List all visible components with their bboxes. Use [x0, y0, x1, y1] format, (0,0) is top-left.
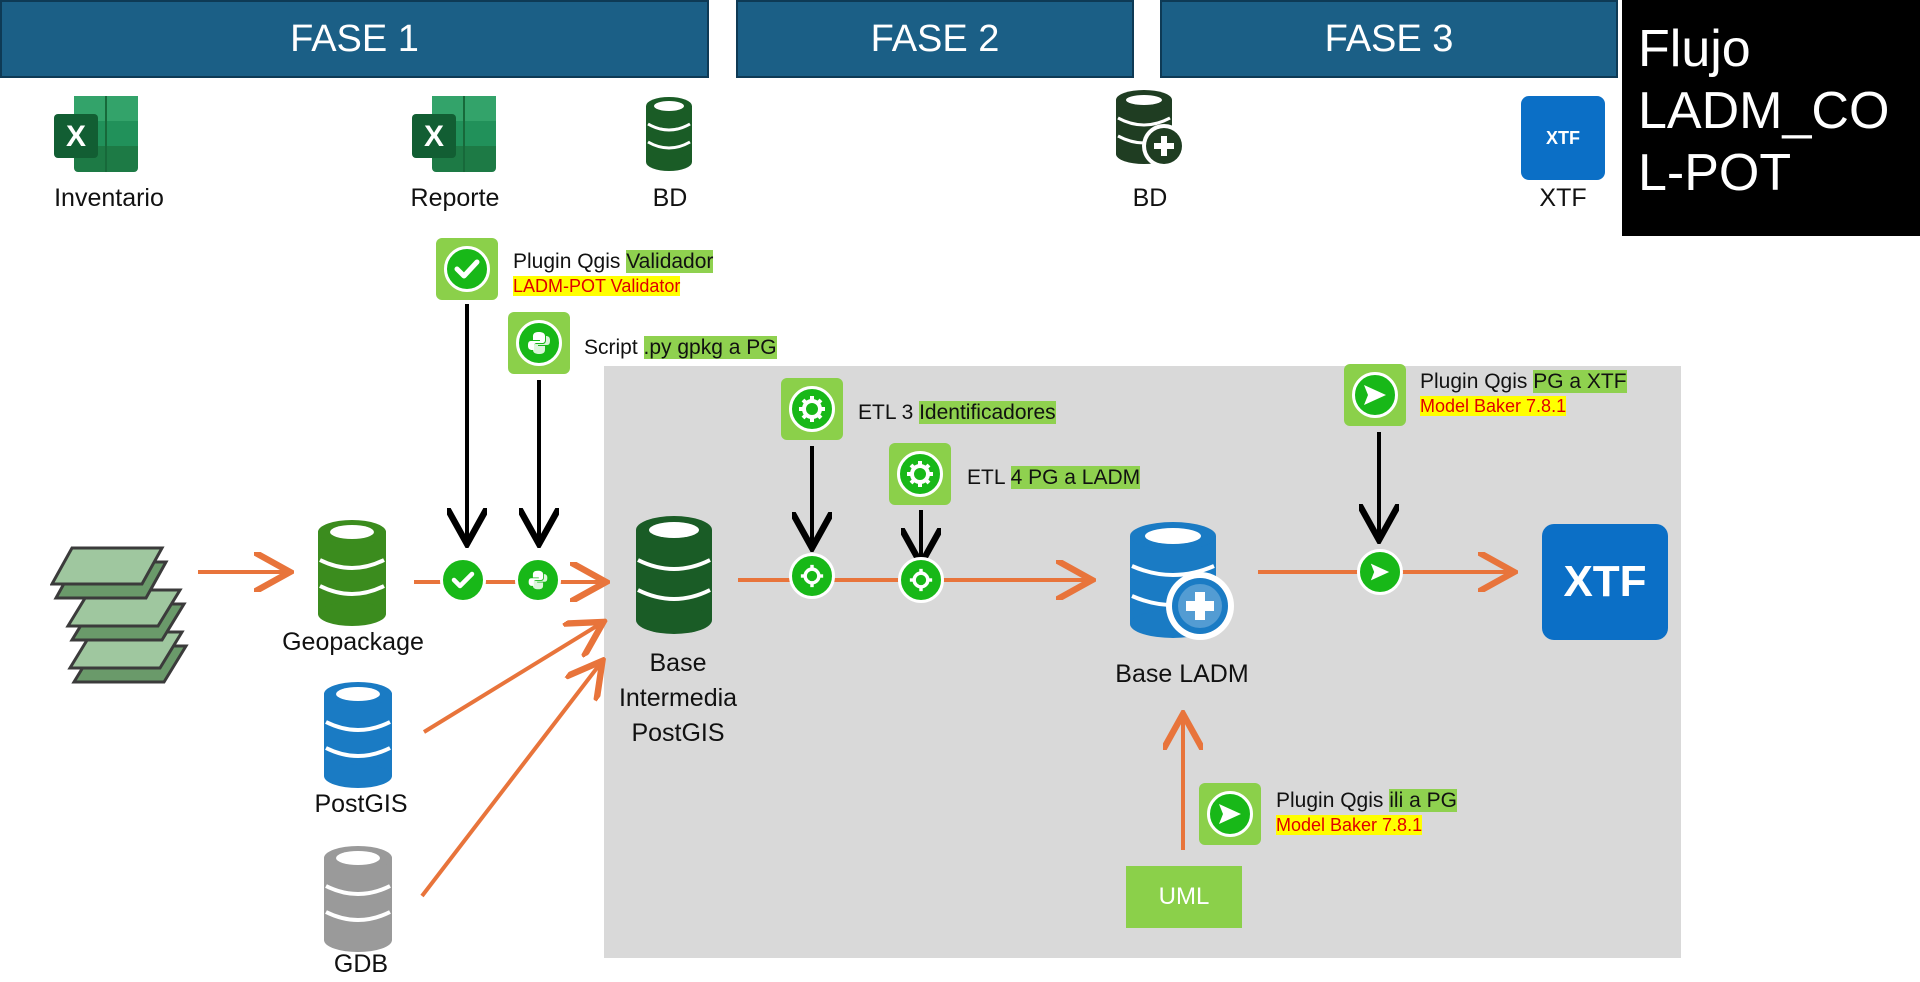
python-step-icon	[515, 557, 561, 603]
pg-xtf-sub: Model Baker 7.8.1	[1420, 396, 1567, 416]
etl4-step-icon	[898, 557, 944, 603]
pg-xtf-step-icon	[1357, 549, 1403, 595]
validator-tool-label: Plugin Qgis Validador LADM-POT Validator	[513, 250, 714, 298]
pg-xtf-prefix: Plugin Qgis	[1420, 370, 1534, 393]
etl3-prefix: ETL 3	[858, 401, 920, 424]
validator-step-icon	[440, 557, 486, 603]
title-line-1: Flujo	[1638, 20, 1751, 78]
reporte-label: Reporte	[410, 184, 500, 212]
etl4-prefix: ETL	[967, 466, 1011, 489]
title-line-2: LADM_CO	[1638, 82, 1890, 140]
phase-header-2: FASE 2	[736, 0, 1134, 78]
etl4-label: ETL 4 PG a LADM	[967, 466, 1141, 490]
xtf-file-icon: XTF	[1521, 96, 1605, 180]
ili-pg-label: Plugin Qgis ili a PG Model Baker 7.8.1	[1276, 789, 1457, 837]
gdb-database-icon	[324, 846, 392, 952]
etl3-label: ETL 3 Identificadores	[858, 401, 1056, 425]
etl3-step-icon	[789, 553, 835, 599]
phase-header-1: FASE 1	[0, 0, 709, 78]
excel-icon-reporte: X	[412, 96, 496, 172]
ili-pg-sub: Model Baker 7.8.1	[1276, 815, 1423, 835]
fase2-3-panel	[604, 366, 1681, 958]
geopackage-label: Geopackage	[282, 628, 424, 656]
etl3-tile	[781, 378, 843, 440]
database-icon-bd	[646, 97, 692, 171]
database-add-icon-bd	[1116, 90, 1186, 168]
base-intermedia-label: Base Intermedia PostGIS	[598, 646, 758, 751]
base-intermedia-database-icon	[636, 516, 712, 634]
etl4-tile	[889, 443, 951, 505]
layers-stack-icon	[50, 546, 189, 684]
etl3-highlight: Identificadores	[919, 401, 1056, 424]
script-highlight: .py gpkg a PG	[643, 336, 777, 359]
title-line-3: L-POT	[1638, 144, 1792, 202]
validator-highlight: Validador	[626, 250, 714, 273]
svg-text:X: X	[424, 120, 444, 153]
pg-xtf-tile	[1344, 364, 1406, 426]
xtf-top-label: XTF	[1539, 184, 1587, 212]
etl4-highlight: 4 PG a LADM	[1010, 466, 1141, 489]
validator-tool-tile	[436, 238, 498, 300]
svg-text:X: X	[66, 120, 86, 153]
phase-1-label: FASE 1	[290, 17, 419, 60]
python-script-label: Script .py gpkg a PG	[584, 336, 777, 360]
send-icon	[1207, 791, 1253, 837]
pg-xtf-highlight: PG a XTF	[1533, 370, 1627, 393]
send-icon	[1352, 372, 1398, 418]
base-ladm-database-icon	[1130, 522, 1234, 640]
phase-header-3: FASE 3	[1160, 0, 1618, 78]
base-intermedia-line-1: Base	[649, 649, 707, 677]
excel-icon-inventario: X	[54, 96, 138, 172]
phase-2-label: FASE 2	[870, 17, 1000, 60]
check-icon	[444, 246, 490, 292]
python-script-tile	[508, 312, 570, 374]
bd1-label: BD	[652, 184, 688, 212]
ili-pg-highlight: ili a PG	[1389, 789, 1457, 812]
pg-xtf-label: Plugin Qgis PG a XTF Model Baker 7.8.1	[1420, 370, 1627, 418]
gear-icon	[789, 386, 835, 432]
validator-sub: LADM-POT Validator	[513, 276, 681, 296]
postgis-database-icon	[324, 682, 392, 788]
base-intermedia-line-2: Intermedia	[618, 684, 738, 712]
uml-box: UML	[1126, 866, 1242, 928]
gdb-label: GDB	[333, 950, 389, 978]
geopackage-database-icon	[318, 520, 386, 626]
diagram-title: Flujo LADM_CO L-POT	[1622, 0, 1920, 236]
bd2-label: BD	[1132, 184, 1168, 212]
script-prefix: Script	[584, 336, 644, 359]
gear-icon	[897, 451, 943, 497]
xtf-output-icon: XTF	[1542, 524, 1668, 640]
python-icon	[516, 320, 562, 366]
inventario-label: Inventario	[54, 184, 164, 212]
ili-pg-prefix: Plugin Qgis	[1276, 789, 1390, 812]
postgis-label: PostGIS	[314, 790, 408, 818]
validator-prefix: Plugin Qgis	[513, 250, 627, 273]
base-ladm-label: Base LADM	[1115, 660, 1249, 688]
ili-pg-tile	[1199, 783, 1261, 845]
base-intermedia-line-3: PostGIS	[631, 719, 725, 747]
phase-3-label: FASE 3	[1324, 17, 1454, 60]
